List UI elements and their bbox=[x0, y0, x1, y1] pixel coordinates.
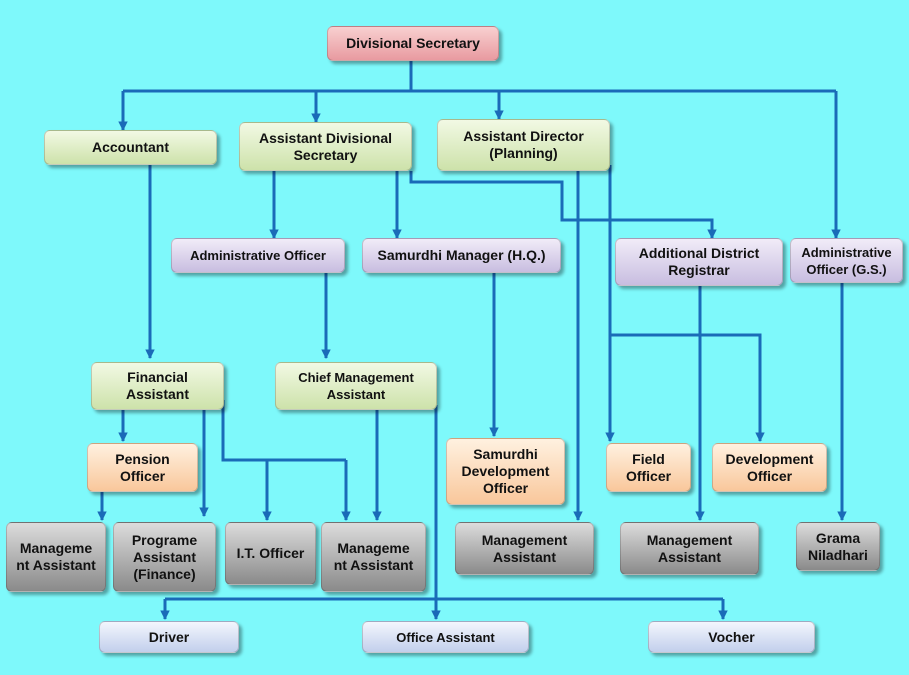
node-assistant-director-planning: Assistant Director (Planning) bbox=[437, 119, 610, 171]
node-label: Programe Assistant (Finance) bbox=[131, 531, 198, 582]
node-chief-management-assistant: Chief Management Assistant bbox=[275, 362, 437, 410]
node-samurdhi-development-officer: Samurdhi Development Officer bbox=[446, 438, 565, 505]
node-accountant: Accountant bbox=[44, 130, 217, 165]
node-programe-assistant-finance: Programe Assistant (Finance) bbox=[113, 522, 216, 592]
node-administrative-officer-gs: Administrative Officer (G.S.) bbox=[790, 238, 903, 283]
node-label: I.T. Officer bbox=[236, 545, 305, 561]
connector bbox=[221, 400, 346, 462]
node-label: Samurdhi Manager (H.Q.) bbox=[377, 247, 546, 263]
node-vocher: Vocher bbox=[648, 621, 815, 653]
node-label: Divisional Secretary bbox=[346, 35, 480, 51]
node-label: Samurdhi Development Officer bbox=[461, 446, 550, 496]
node-financial-assistant: Financial Assistant bbox=[91, 362, 224, 410]
node-label: Administrative Officer (G.S.) bbox=[801, 244, 892, 277]
node-label: Accountant bbox=[92, 139, 169, 155]
node-label: Manageme nt Assistant bbox=[333, 540, 414, 573]
node-management-assistant-2: Manageme nt Assistant bbox=[321, 522, 426, 592]
node-label: Management Assistant bbox=[481, 531, 568, 565]
node-field-officer: Field Officer bbox=[606, 443, 691, 492]
node-label: Additional District Registrar bbox=[638, 245, 760, 278]
node-samurdhi-manager: Samurdhi Manager (H.Q.) bbox=[362, 238, 561, 273]
node-management-assistant-1: Manageme nt Assistant bbox=[6, 522, 106, 592]
node-it-officer: I.T. Officer bbox=[225, 522, 316, 585]
node-assistant-divisional-secretary: Assistant Divisional Secretary bbox=[239, 122, 412, 171]
node-label: Grama Niladhari bbox=[808, 529, 868, 563]
node-label: Vocher bbox=[708, 628, 755, 645]
node-development-officer: Development Officer bbox=[712, 443, 827, 492]
node-label: Assistant Divisional Secretary bbox=[258, 129, 393, 163]
node-office-assistant: Office Assistant bbox=[362, 621, 529, 653]
node-management-assistant-4: Management Assistant bbox=[620, 522, 759, 575]
node-label: Management Assistant bbox=[646, 531, 733, 565]
node-label: Chief Management Assistant bbox=[298, 370, 414, 402]
node-label: Administrative Officer bbox=[190, 248, 326, 263]
node-label: Office Assistant bbox=[396, 629, 495, 645]
node-administrative-officer: Administrative Officer bbox=[171, 238, 345, 273]
connector bbox=[610, 333, 765, 442]
node-additional-district-registrar: Additional District Registrar bbox=[615, 238, 783, 286]
node-management-assistant-3: Management Assistant bbox=[455, 522, 594, 575]
node-grama-niladhari: Grama Niladhari bbox=[796, 522, 880, 571]
node-label: Field Officer bbox=[625, 450, 672, 484]
node-label: Driver bbox=[148, 628, 190, 645]
connector bbox=[409, 171, 717, 239]
node-label: Manageme nt Assistant bbox=[16, 540, 96, 573]
node-divisional-secretary: Divisional Secretary bbox=[327, 26, 499, 61]
node-label: Pension Officer bbox=[115, 450, 170, 484]
node-label: Financial Assistant bbox=[125, 369, 190, 402]
node-pension-officer: Pension Officer bbox=[87, 443, 198, 492]
node-driver: Driver bbox=[99, 621, 239, 653]
node-label: Development Officer bbox=[725, 450, 814, 484]
node-label: Assistant Director (Planning) bbox=[463, 128, 584, 161]
